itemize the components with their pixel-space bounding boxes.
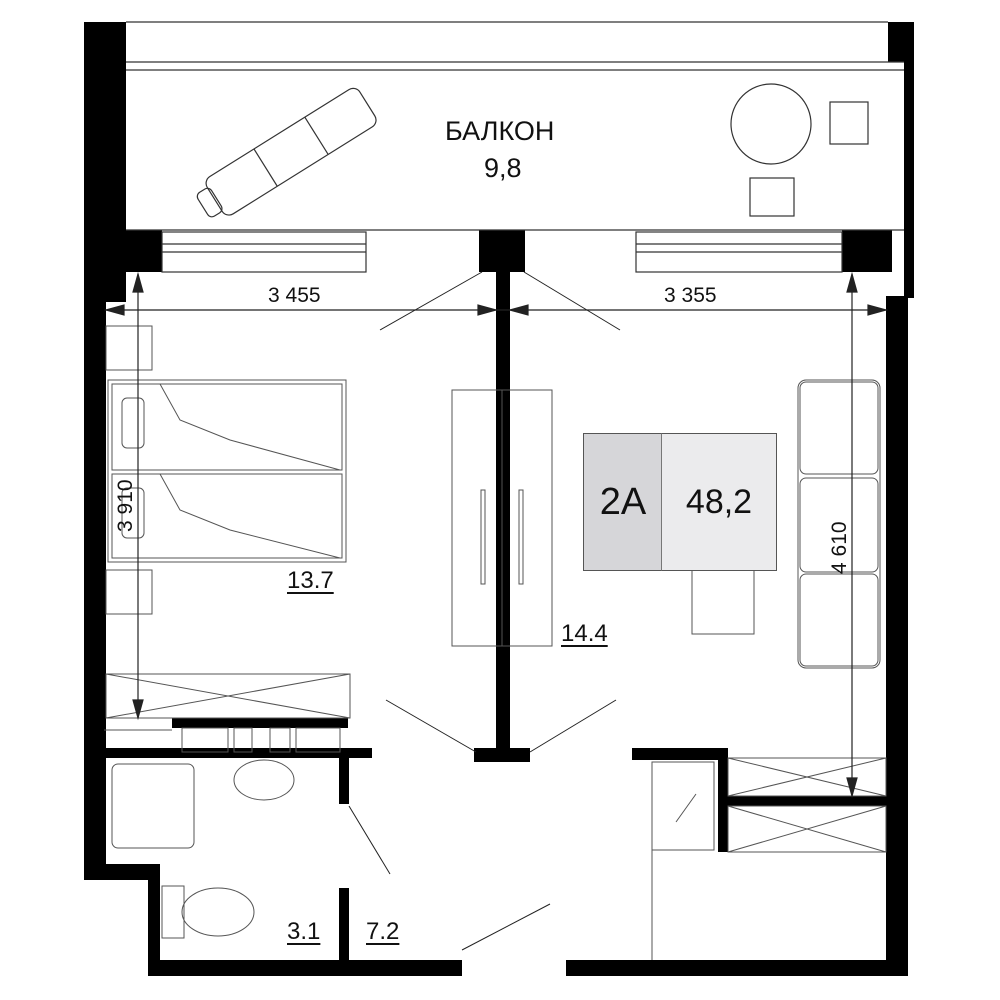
door-line-4: [529, 699, 617, 753]
fridge-icon: [651, 761, 715, 851]
cabinet-row: [181, 727, 341, 753]
arrow-4: [867, 304, 889, 316]
balcony: [126, 21, 904, 273]
wall-closet-mid: [718, 796, 888, 806]
living-area-label: 14.4: [561, 620, 608, 647]
dimension-top-right: 3 355: [664, 284, 717, 307]
sofa-cushion-2: [799, 477, 879, 573]
wall-bath-divider: [339, 888, 349, 968]
hall-area-label: 7.2: [366, 918, 400, 945]
wall-bottom-right: [566, 960, 908, 976]
closet-icon-2: [727, 805, 887, 853]
sink-icon: [233, 759, 295, 801]
nightstand-icon-2: [105, 569, 153, 615]
lounge-chair-icon: [196, 87, 377, 218]
dimension-top-left: 3 455: [268, 284, 321, 307]
wall-bath-top: [104, 748, 372, 758]
wardrobe-icon: [105, 673, 351, 719]
wall-bath-stub: [339, 748, 349, 804]
dimension-lines: [103, 271, 889, 799]
bedroom-furniture: [105, 325, 351, 719]
arrow-7: [846, 271, 858, 293]
pillow-icon-2: [121, 487, 145, 539]
arrow-1: [103, 304, 125, 316]
wall-pier-center: [479, 230, 525, 272]
door-line-3: [385, 699, 477, 753]
sofa-icon: [797, 379, 881, 669]
balcony-label: БАЛКОН: [445, 116, 555, 146]
handle-2: [518, 489, 524, 585]
balcony-area: 9,8: [484, 153, 522, 183]
wall-partition: [496, 272, 510, 750]
total-area-badge: 48,2: [661, 433, 777, 571]
bed-icon: [107, 379, 347, 563]
pillow-icon: [121, 397, 145, 449]
door-swings: [348, 271, 621, 951]
bedroom-area-label: 13.7: [287, 567, 334, 594]
bathroom-fixtures: [104, 727, 341, 939]
bed-half: [111, 383, 343, 471]
door-line-1: [379, 271, 483, 331]
unit-type-badge: 2А: [583, 433, 663, 571]
closet-icon: [727, 757, 887, 797]
wall-right-lower: [886, 296, 908, 976]
wall-left-outer: [84, 22, 126, 302]
wall-pier-left: [124, 230, 162, 272]
blanket-fold-2: [159, 473, 341, 559]
wall-cabinet-row: [172, 718, 348, 728]
sofa-cushion-3: [799, 573, 879, 667]
fridge-mark: [675, 793, 697, 823]
toilet-tank: [161, 885, 185, 939]
handle-1: [480, 489, 486, 585]
closet-x2: [727, 757, 887, 797]
wall-bottom-left-step: [84, 864, 158, 880]
wardrobe-x2: [105, 673, 351, 719]
bed-half-2: [111, 473, 343, 559]
door-line-2: [523, 271, 621, 331]
wall-pier-right: [842, 230, 892, 272]
bathroom-area-label: 3.1: [287, 918, 321, 945]
wall-bath-left: [148, 864, 160, 976]
wall-wardrobe-right: [632, 748, 726, 760]
toilet-icon: [181, 887, 255, 937]
arrow-8: [846, 777, 858, 799]
round-table-icon: [730, 83, 812, 165]
living-furniture: [451, 379, 887, 960]
shower-icon: [111, 763, 195, 849]
wall-balcony-right-top: [888, 22, 914, 62]
wall-bottom-left: [148, 960, 462, 976]
nightstand-icon: [105, 325, 153, 371]
arrow-6: [132, 699, 144, 721]
desk-chair-icon: [691, 569, 755, 635]
arrow-3: [507, 304, 529, 316]
door-line-6: [461, 903, 551, 951]
walls: [84, 22, 914, 976]
chair-icon-2: [749, 177, 795, 217]
wall-left-lower: [84, 298, 106, 880]
closet2-x2: [727, 805, 887, 853]
sofa-cushion-1: [799, 381, 879, 475]
arrow-5: [132, 271, 144, 293]
blanket-fold: [159, 383, 341, 471]
door-line-5: [348, 805, 391, 875]
dimension-right-height: 4 610: [828, 521, 851, 574]
arrow-2: [477, 304, 499, 316]
dimension-left-height: 3 910: [114, 479, 137, 532]
chair-icon: [829, 101, 869, 145]
wall-partition-foot: [474, 748, 530, 762]
wall-right-upper: [904, 62, 914, 298]
